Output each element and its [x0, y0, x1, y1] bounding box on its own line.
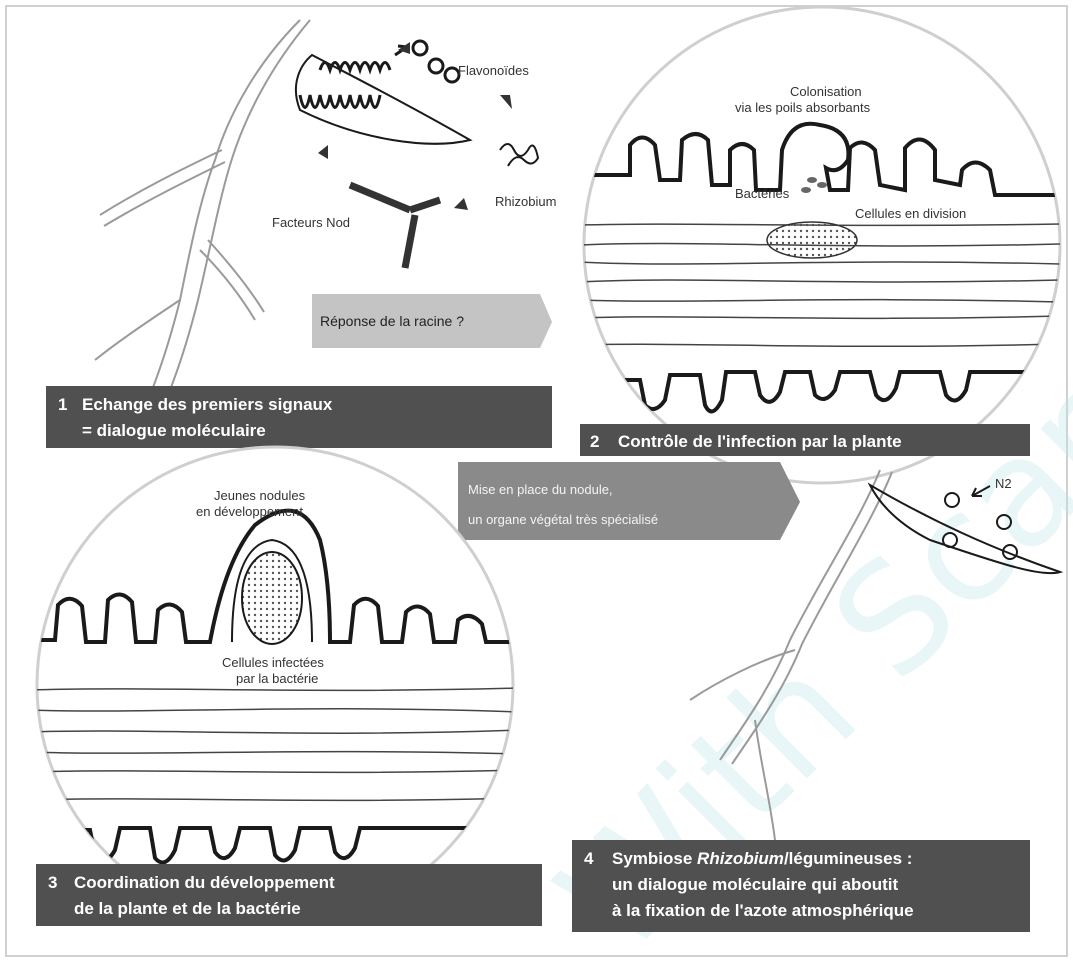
nodule-tag-line2: un organe végétal très spécialisé	[468, 512, 658, 527]
banner-2-number: 2	[590, 432, 599, 451]
banner-3-number: 3	[48, 873, 57, 892]
rhizobium-cells	[500, 144, 538, 166]
label-infectees-2: par la bactérie	[236, 671, 318, 686]
banner-3-line1: Coordination du développement	[74, 873, 335, 892]
label-nodule-2: en développement	[196, 504, 303, 519]
dividing-cells	[767, 222, 857, 258]
label-colonisation-1: Colonisation	[790, 84, 862, 99]
nod-factor-molecule	[350, 185, 440, 268]
banner-2-text: Contrôle de l'infection par la plante	[618, 432, 902, 451]
panel-1: Flavonoïdes Rhizobium Facteurs Nod Répon…	[46, 20, 556, 448]
banner-1-line2: = dialogue moléculaire	[82, 421, 266, 440]
banner-4-line2: un dialogue moléculaire qui aboutit	[612, 875, 899, 894]
banner-4-line1: Symbiose Rhizobium/légumineuses :	[612, 849, 912, 868]
panel-2: Colonisation via les poils absorbants Ba…	[580, 7, 1060, 483]
banner-4-line3: à la fixation de l'azote atmosphérique	[612, 901, 914, 920]
root-hairs-bottom	[300, 95, 380, 108]
label-n2: N2	[995, 476, 1012, 491]
nodule-infected-cells	[242, 552, 302, 644]
label-cellules-division: Cellules en division	[855, 206, 966, 221]
banner-4-line1-b: Rhizobium	[697, 849, 784, 868]
question-text: Réponse de la racine ?	[320, 313, 464, 329]
label-infectees-1: Cellules infectées	[222, 655, 324, 670]
nodule-tag	[458, 462, 800, 540]
banner-1-line1: Echange des premiers signaux	[82, 395, 333, 414]
banner-3-line2: de la plante et de la bactérie	[74, 899, 301, 918]
label-bacteries: Bactéries	[735, 186, 790, 201]
banner-4-line1-c: /légumineuses :	[784, 849, 912, 868]
label-rhizobium: Rhizobium	[495, 194, 556, 209]
root-branches-1	[95, 20, 310, 395]
nodule-tag-line1: Mise en place du nodule,	[468, 482, 613, 497]
label-flavonoides: Flavonoïdes	[458, 63, 529, 78]
panel-4: 4 Symbiose Rhizobium/légumineuses : un d…	[572, 840, 1030, 932]
banner-4-number: 4	[584, 849, 594, 868]
label-facteurs-nod: Facteurs Nod	[272, 215, 350, 230]
label-colonisation-2: via les poils absorbants	[735, 100, 871, 115]
banner-4-line1-a: Symbiose	[612, 849, 697, 868]
banner-1-number: 1	[58, 395, 67, 414]
label-nodule-1: Jeunes nodules	[214, 488, 306, 503]
